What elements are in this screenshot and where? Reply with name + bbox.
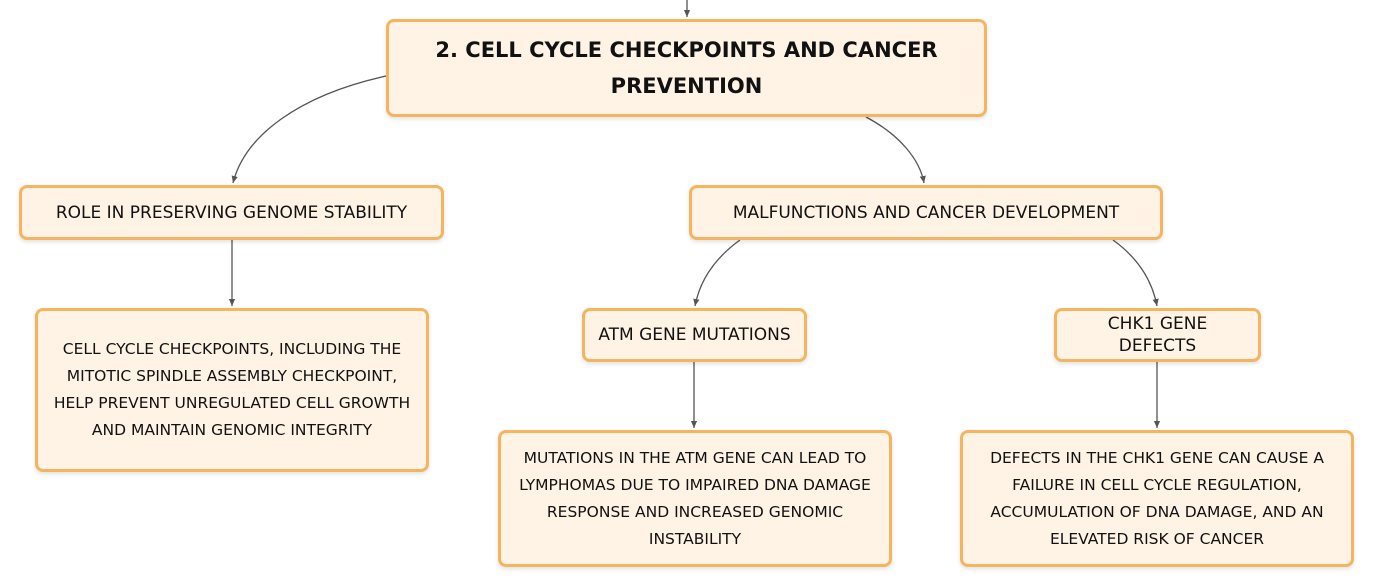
genome-stability-node[interactable]: ROLE IN PRESERVING GENOME STABILITY [19, 185, 444, 240]
atm-mutations-node[interactable]: ATM GENE MUTATIONS [582, 308, 807, 362]
genome-stability-detail-node[interactable]: CELL CYCLE CHECKPOINTS, INCLUDING THE MI… [35, 308, 429, 472]
atm-mutations-label: ATM GENE MUTATIONS [598, 325, 791, 345]
connector-malfunctions-to-atm [693, 239, 741, 307]
root-topic-node[interactable]: 2. CELL CYCLE CHECKPOINTS AND CANCER PRE… [386, 19, 987, 117]
malfunctions-node[interactable]: MALFUNCTIONS AND CANCER DEVELOPMENT [689, 185, 1163, 240]
chk1-defects-label: CHK1 GENE DEFECTS [1107, 314, 1208, 356]
atm-mutations-detail-node[interactable]: MUTATIONS IN THE ATM GENE CAN LEAD TO LY… [498, 430, 892, 567]
chk1-defects-detail-node[interactable]: DEFECTS IN THE CHK1 GENE CAN CAUSE A FAI… [960, 430, 1354, 567]
connector-malfunctions-to-chk1 [1112, 239, 1159, 307]
connector-root-to-genome-stability [231, 75, 387, 184]
genome-stability-detail-text: CELL CYCLE CHECKPOINTS, INCLUDING THE MI… [53, 340, 411, 439]
genome-stability-label: ROLE IN PRESERVING GENOME STABILITY [55, 202, 408, 223]
root-topic-label: 2. CELL CYCLE CHECKPOINTS AND CANCER PRE… [435, 38, 938, 98]
malfunctions-label: MALFUNCTIONS AND CANCER DEVELOPMENT [732, 202, 1120, 223]
atm-mutations-detail-text: MUTATIONS IN THE ATM GENE CAN LEAD TO LY… [519, 448, 871, 548]
chk1-defects-detail-text: DEFECTS IN THE CHK1 GENE CAN CAUSE A FAI… [990, 448, 1324, 548]
chk1-defects-node[interactable]: CHK1 GENE DEFECTS [1054, 308, 1261, 362]
connector-root-to-malfunctions [865, 116, 926, 184]
